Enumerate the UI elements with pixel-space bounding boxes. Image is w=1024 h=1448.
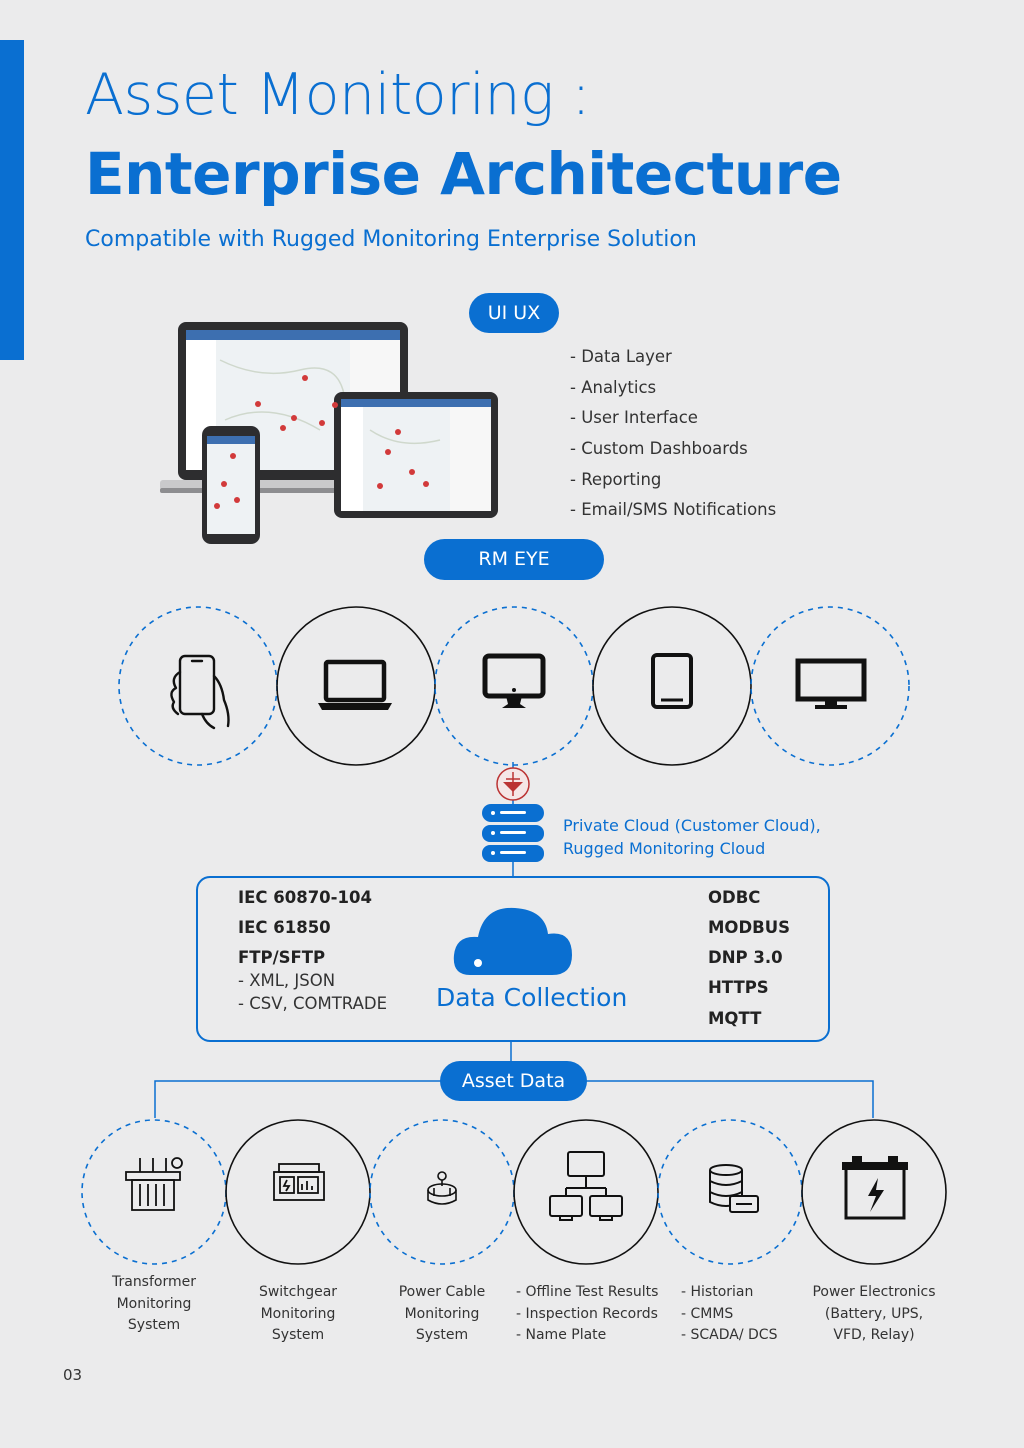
display-monitor-icon (795, 658, 867, 709)
asset-label-line: - Inspection Records (516, 1305, 658, 1322)
asset-label-switchgear: Switchgear Monitoring System (228, 1282, 368, 1347)
asset-label-line: Power Cable (398, 1284, 486, 1300)
asset-label-power-cable: Power Cable Monitoring System (372, 1282, 512, 1347)
ui-ux-pill: UI UX (469, 293, 559, 333)
asset-label-line: Monitoring (404, 1305, 480, 1322)
asset-label-line: - Name Plate (516, 1327, 607, 1343)
asset-label-line: - SCADA/ DCS (681, 1327, 778, 1343)
protocol-left: FTP/SFTP (238, 948, 326, 967)
asset-label-line: Transformer (111, 1274, 196, 1290)
feature-item: - Data Layer (570, 347, 672, 366)
power-cable-icon (427, 1171, 457, 1205)
laptop-icon (318, 659, 392, 710)
asset-label-line: VFD, Relay) (833, 1327, 915, 1343)
asset-circle-3 (369, 1119, 515, 1265)
switchgear-icon (273, 1163, 325, 1201)
protocol-left: - CSV, COMTRADE (238, 994, 388, 1013)
protocol-left: IEC 61850 (238, 918, 331, 937)
page-subtitle: Compatible with Rugged Monitoring Enterp… (85, 227, 697, 252)
feature-item: - User Interface (570, 408, 698, 427)
tablet-icon (651, 653, 693, 709)
red-antenna-icon (496, 767, 530, 801)
protocol-right: MQTT (708, 1009, 762, 1028)
protocol-left: IEC 60870-104 (238, 888, 372, 907)
protocol-right: ODBC (708, 888, 761, 907)
asset-label-transformer: Transformer Monitoring System (84, 1272, 224, 1337)
desktop-monitor-icon (482, 653, 546, 708)
asset-data-pill: Asset Data (440, 1061, 587, 1101)
rm-eye-pill: RM EYE (424, 539, 604, 580)
device-circle-2 (276, 606, 436, 766)
cloud-database-icon (482, 804, 544, 862)
battery-power-icon (842, 1156, 908, 1220)
asset-label-line: (Battery, UPS, (824, 1305, 924, 1322)
network-computers-icon (549, 1151, 623, 1221)
smartphone-hand-icon (170, 654, 230, 730)
cloud-description-line1: Private Cloud (Customer Cloud), (563, 816, 821, 835)
cloud-description: Private Cloud (Customer Cloud), Rugged M… (563, 814, 821, 860)
asset-label-power-electronics: Power Electronics (Battery, UPS, VFD, Re… (799, 1282, 949, 1347)
protocol-right: MODBUS (708, 918, 791, 937)
cloud-description-line2: Rugged Monitoring Cloud (563, 839, 766, 858)
cloud-icon (453, 907, 572, 975)
asset-label-line: Power Electronics (812, 1284, 936, 1300)
data-collection-label: Data Collection (436, 983, 628, 1012)
asset-label-line: Switchgear (258, 1284, 338, 1300)
data-collection-box (196, 876, 830, 1042)
device-circle-3 (434, 606, 594, 766)
devices-mockup-image (160, 322, 498, 544)
accent-bar (0, 40, 24, 360)
asset-label-line: System (127, 1317, 181, 1333)
feature-item: - Email/SMS Notifications (570, 500, 777, 519)
page-number: 03 (63, 1366, 83, 1384)
protocol-right: DNP 3.0 (708, 948, 783, 967)
page-title-line1: Asset Monitoring : (85, 62, 591, 128)
device-circle-5 (750, 606, 910, 766)
asset-label-line: Monitoring (116, 1295, 192, 1312)
feature-item: - Custom Dashboards (570, 439, 748, 458)
device-circle-1 (118, 606, 278, 766)
page-title-line2: Enterprise Architecture (85, 140, 842, 208)
transformer-icon (125, 1157, 183, 1211)
device-circle-4 (592, 606, 752, 766)
asset-circle-5 (657, 1119, 803, 1265)
feature-item: - Reporting (570, 470, 662, 489)
protocol-right: HTTPS (708, 978, 769, 997)
asset-label-line: Monitoring (260, 1305, 336, 1322)
protocol-left: - XML, JSON (238, 971, 336, 990)
asset-label-line: System (415, 1327, 469, 1343)
asset-label-line: - Historian (681, 1284, 754, 1300)
asset-circle-1 (81, 1119, 227, 1265)
feature-item: - Analytics (570, 378, 657, 397)
asset-circle-4 (513, 1119, 659, 1265)
asset-label-line: - CMMS (681, 1305, 734, 1322)
asset-label-historian: - Historian - CMMS - SCADA/ DCS (681, 1282, 801, 1347)
asset-circle-6 (801, 1119, 947, 1265)
database-server-icon (709, 1164, 759, 1213)
asset-label-line: - Offline Test Results (516, 1284, 659, 1300)
asset-circle-2 (225, 1119, 371, 1265)
asset-label-line: System (271, 1327, 325, 1343)
asset-label-offline-data: - Offline Test Results - Inspection Reco… (516, 1282, 666, 1347)
